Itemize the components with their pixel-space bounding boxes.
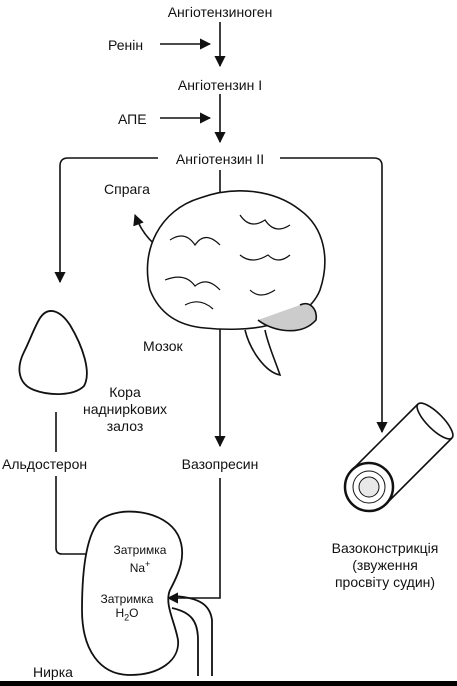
label-h2o-sub: 2 [124,612,130,623]
label-adrenal-line2: наднирkових [82,401,168,417]
label-vasoconstriction-line1: Вазоконстрикція [331,540,439,556]
label-na-retention-word: Затримка [113,543,167,557]
label-thirst: Спрага [104,181,150,197]
arrow-ang2-to-vessel [280,157,388,434]
label-vasoconstriction: Вазоконстрикція (звуження просвіту судин… [332,540,439,591]
label-kidney: Нирка [33,664,73,680]
label-adrenal-line1: Кора [109,384,141,400]
label-vasoconstriction-line2: (звуження [352,557,418,573]
label-renin: Ренін [108,37,144,53]
label-o: O [129,606,139,620]
label-ace: АПЕ [118,111,147,127]
label-water-retention-word: Затримка [100,592,154,606]
label-vasoconstriction-line3: просвіту судин) [334,574,436,590]
label-na: Na [129,561,146,575]
label-angiotensinogen: Ангіотензиноген [167,4,273,20]
label-water-retention: Затримка H2O [101,592,154,624]
label-aldosterone: Альдостерон [2,456,88,472]
bottom-border [0,681,457,686]
label-adrenal-line3: залоз [106,418,144,434]
kidney-icon [81,510,213,676]
label-angiotensin-2: Ангіотензин ІІ [175,151,265,167]
label-adrenal-cortex: Кора наднирkових залоз [83,384,167,435]
label-angiotensin-1: Ангіотензин І [177,77,263,93]
label-h: H [115,606,125,620]
brain-icon [146,190,326,377]
label-na-charge: + [145,559,151,569]
adrenal-gland-icon [18,310,88,395]
blood-vessel-icon [343,402,454,513]
arrow-ang2-to-adrenal [54,157,158,284]
label-brain: Мозок [143,338,183,354]
label-na-retention: Затримка Na+ [114,543,167,575]
arrow-aldosterone-to-kidney [55,476,102,560]
label-vasopressin: Вазопресин [181,456,259,472]
